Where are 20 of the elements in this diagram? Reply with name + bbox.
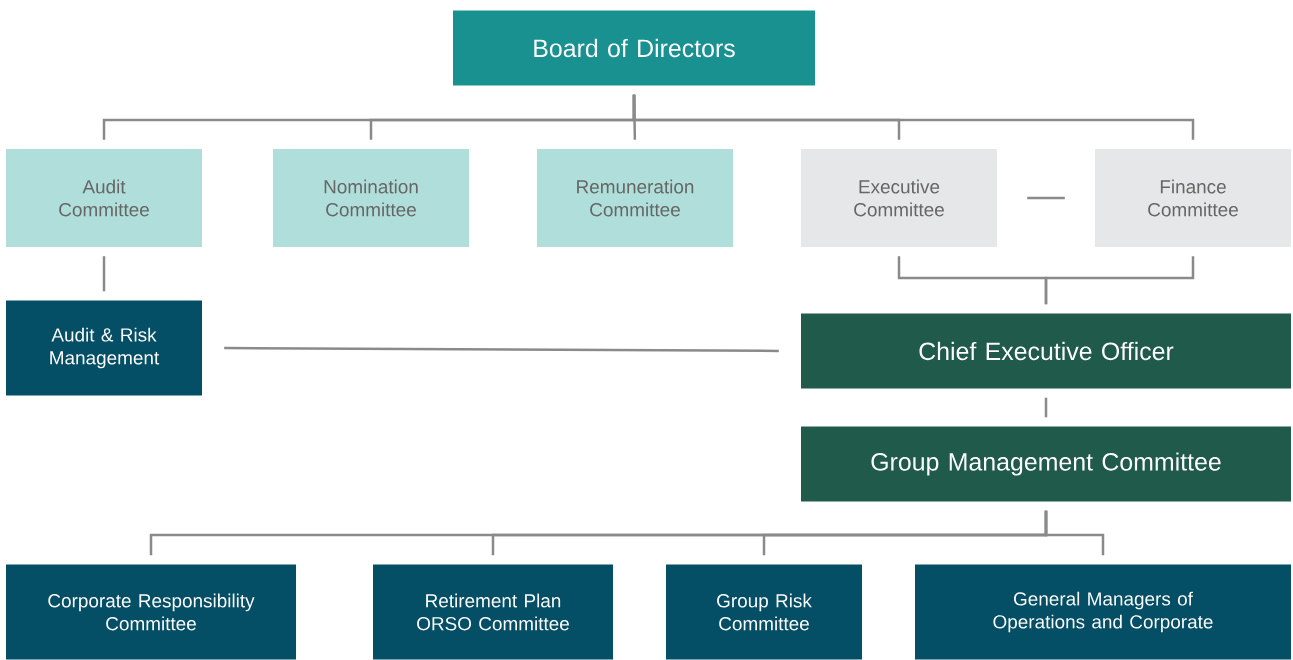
connector-line bbox=[1044, 397, 1048, 418]
connector-line bbox=[632, 94, 1195, 140]
management-box: Group Management Committee bbox=[801, 426, 1291, 502]
connector-line bbox=[102, 256, 106, 292]
committee-box: Retirement Plan ORSO Committee bbox=[373, 564, 613, 660]
committee-box: Finance Committee bbox=[1095, 149, 1291, 247]
committee-box: Group Risk Committee bbox=[666, 564, 862, 660]
committee-box: Nomination Committee bbox=[273, 149, 469, 247]
committee-box: Corporate Responsibility Committee bbox=[6, 564, 296, 660]
department-box: Audit & Risk Management bbox=[6, 300, 202, 396]
committee-box: Audit Committee bbox=[6, 149, 202, 247]
committee-box: Remuneration Committee bbox=[537, 149, 733, 247]
connector-line bbox=[1027, 196, 1065, 200]
connector-line bbox=[224, 346, 779, 353]
officer-box: Chief Executive Officer bbox=[801, 313, 1291, 389]
connector-line bbox=[1044, 256, 1195, 305]
connector-line bbox=[1044, 510, 1105, 556]
committee-box: Executive Committee bbox=[801, 149, 997, 247]
board-box: Board of Directors bbox=[453, 10, 815, 86]
committee-box: General Managers of Operations and Corporate bbox=[915, 564, 1291, 660]
